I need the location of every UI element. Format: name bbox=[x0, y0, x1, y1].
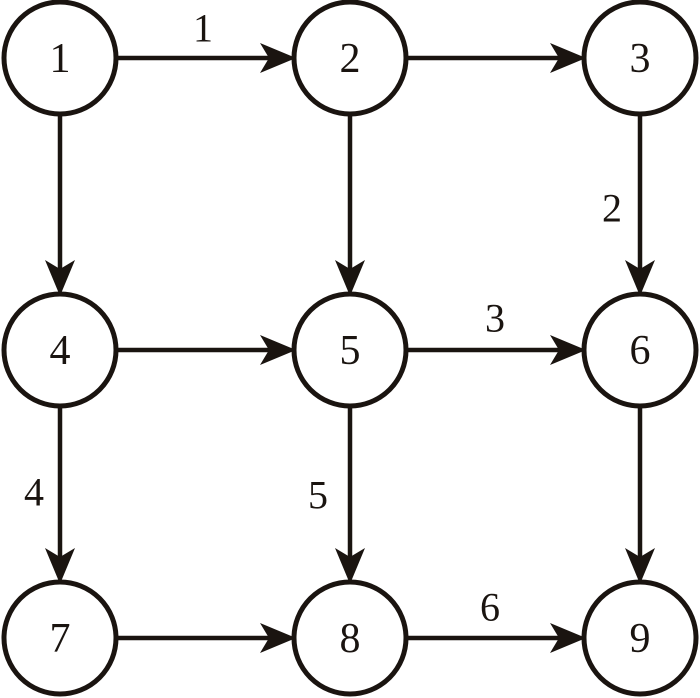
node-circle-2[interactable] bbox=[291, 0, 409, 117]
node-label-2: 2 bbox=[340, 36, 361, 82]
node-label-1: 1 bbox=[50, 36, 71, 82]
node-label-4: 4 bbox=[50, 328, 71, 374]
graph-node-8[interactable]: 8 bbox=[291, 579, 409, 697]
node-circle-4[interactable] bbox=[1, 291, 119, 409]
edge-weight-label-e5-6: 3 bbox=[485, 296, 505, 341]
graph-node-4[interactable]: 4 bbox=[1, 291, 119, 409]
node-circle-6[interactable] bbox=[581, 291, 699, 409]
node-circle-7[interactable] bbox=[1, 579, 119, 697]
node-label-6: 6 bbox=[630, 328, 651, 374]
arrowhead-icon-e8-9 bbox=[550, 623, 586, 653]
arrowhead-icon-e1-2 bbox=[260, 43, 296, 73]
arrowhead-icon-e5-8 bbox=[335, 548, 365, 584]
edge-weight-label-e4-7: 4 bbox=[24, 470, 44, 515]
arrowhead-icon-e1-4 bbox=[45, 260, 75, 296]
node-label-9: 9 bbox=[630, 616, 651, 662]
arrowhead-icon-e5-6 bbox=[550, 335, 586, 365]
edge-weight-label-e3-6: 2 bbox=[602, 186, 622, 231]
graph-node-3[interactable]: 3 bbox=[581, 0, 699, 117]
edge-weight-label-e5-8: 5 bbox=[308, 473, 328, 518]
node-circle-8[interactable] bbox=[291, 579, 409, 697]
node-label-5: 5 bbox=[340, 328, 361, 374]
arrowhead-icon-e2-5 bbox=[335, 260, 365, 296]
edge-labels-layer: 1 2 3 4 5 6 bbox=[24, 6, 622, 630]
node-label-8: 8 bbox=[340, 616, 361, 662]
node-label-7: 7 bbox=[50, 616, 71, 662]
graph-node-9[interactable]: 9 bbox=[581, 579, 699, 697]
node-label-3: 3 bbox=[630, 36, 651, 82]
arrowhead-icon-e6-9 bbox=[625, 548, 655, 584]
edge-weight-label-e1-2: 1 bbox=[193, 6, 213, 51]
node-circle-1[interactable] bbox=[1, 0, 119, 117]
arrowhead-icon-e4-7 bbox=[45, 548, 75, 584]
node-circle-5[interactable] bbox=[291, 291, 409, 409]
arrowhead-icon-e2-3 bbox=[550, 43, 586, 73]
node-circle-3[interactable] bbox=[581, 0, 699, 117]
edge-weight-label-e8-9: 6 bbox=[480, 585, 500, 630]
arrowhead-icon-e3-6 bbox=[625, 260, 655, 296]
graph-node-1[interactable]: 1 bbox=[1, 0, 119, 117]
graph-node-5[interactable]: 5 bbox=[291, 291, 409, 409]
arrowhead-icon-e4-5 bbox=[260, 335, 296, 365]
graph-node-7[interactable]: 7 bbox=[1, 579, 119, 697]
node-circle-9[interactable] bbox=[581, 579, 699, 697]
graph-node-6[interactable]: 6 bbox=[581, 291, 699, 409]
graph-node-2[interactable]: 2 bbox=[291, 0, 409, 117]
arrowhead-icon-e7-8 bbox=[260, 623, 296, 653]
edges-layer bbox=[45, 43, 655, 653]
